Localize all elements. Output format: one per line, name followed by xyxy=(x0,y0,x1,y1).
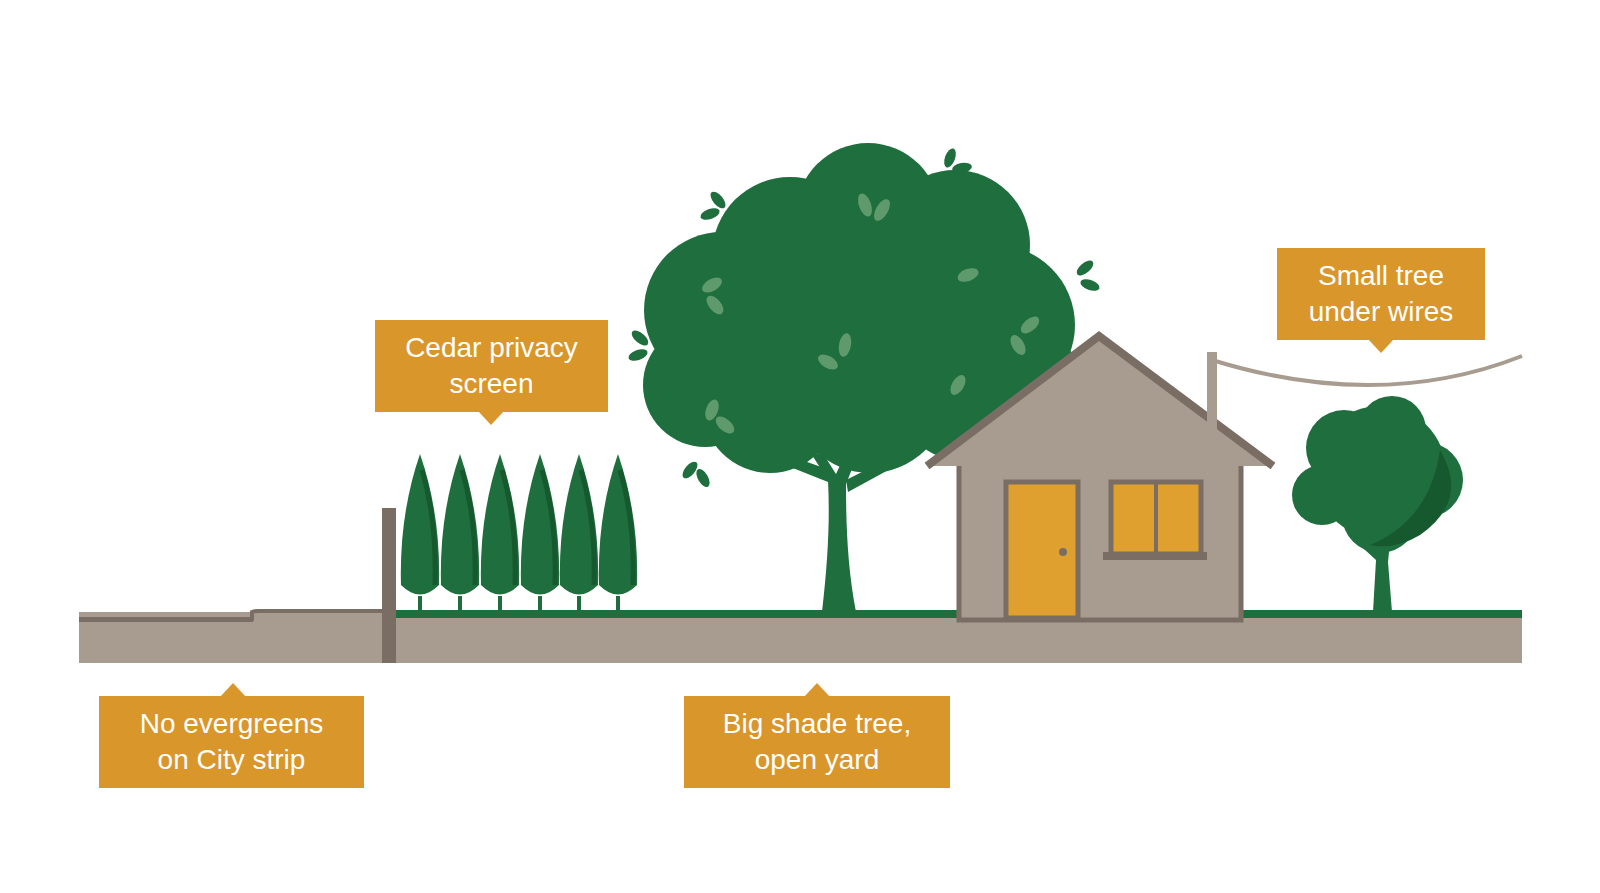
callout-box: Cedar privacy screen xyxy=(375,320,608,412)
callout-box: Small tree under wires xyxy=(1277,248,1485,340)
door-knob xyxy=(1059,548,1067,556)
cedar-shade xyxy=(462,470,475,585)
house xyxy=(927,336,1273,620)
pointer-triangle xyxy=(1368,339,1394,353)
cedar-tree xyxy=(521,454,559,595)
power-wire xyxy=(1212,356,1522,385)
cedar-shade xyxy=(542,470,555,585)
callout-box: Big shade tree, open yard xyxy=(684,696,950,788)
callout-pointer xyxy=(220,683,246,697)
cedar-shade xyxy=(422,470,435,585)
house-body xyxy=(959,452,1241,620)
window-sill xyxy=(1103,552,1209,560)
cedar-trunk xyxy=(418,596,422,612)
city-strip xyxy=(79,619,253,663)
cedar-tree xyxy=(401,454,439,595)
cedar-trunk xyxy=(458,596,462,612)
callout-text: Cedar privacy screen xyxy=(389,330,594,402)
house-window xyxy=(1111,482,1201,554)
callout-text: Big shade tree, open yard xyxy=(705,706,930,778)
callout-text: No evergreens on City strip xyxy=(127,706,337,778)
ground-band xyxy=(79,612,1522,663)
callout-box: No evergreens on City strip xyxy=(99,696,364,788)
cedar-trunk xyxy=(538,596,542,612)
house-door xyxy=(1006,482,1078,618)
pointer-triangle xyxy=(804,683,830,697)
cedar-shade xyxy=(502,470,515,585)
window-mullion xyxy=(1154,482,1158,554)
sidewalk-edge xyxy=(79,619,253,622)
cedar-shade xyxy=(620,470,633,585)
fence-post xyxy=(382,508,396,663)
house-roof xyxy=(927,336,1273,466)
cedar-tree xyxy=(441,454,479,595)
small-tree xyxy=(1292,396,1463,612)
cedar-trunk xyxy=(498,596,502,612)
tree-shade xyxy=(1370,450,1451,546)
cedar-trunk xyxy=(616,596,620,612)
callout-pointer xyxy=(1368,339,1394,353)
cedar-tree xyxy=(481,454,519,595)
pointer-triangle xyxy=(220,683,246,697)
cedar-tree xyxy=(560,454,598,595)
cedar-trunk xyxy=(577,596,581,612)
curb-line xyxy=(79,611,396,619)
cedar-row xyxy=(401,454,637,612)
cedar-shade xyxy=(581,470,594,585)
callout-text: Small tree under wires xyxy=(1291,258,1471,330)
pointer-triangle xyxy=(478,411,504,425)
utility-pole xyxy=(1207,352,1217,612)
callout-pointer xyxy=(478,411,504,425)
cedar-tree xyxy=(599,454,637,595)
roof-fill xyxy=(959,347,1241,452)
callout-pointer xyxy=(804,683,830,697)
leaf-accent xyxy=(699,192,1042,437)
